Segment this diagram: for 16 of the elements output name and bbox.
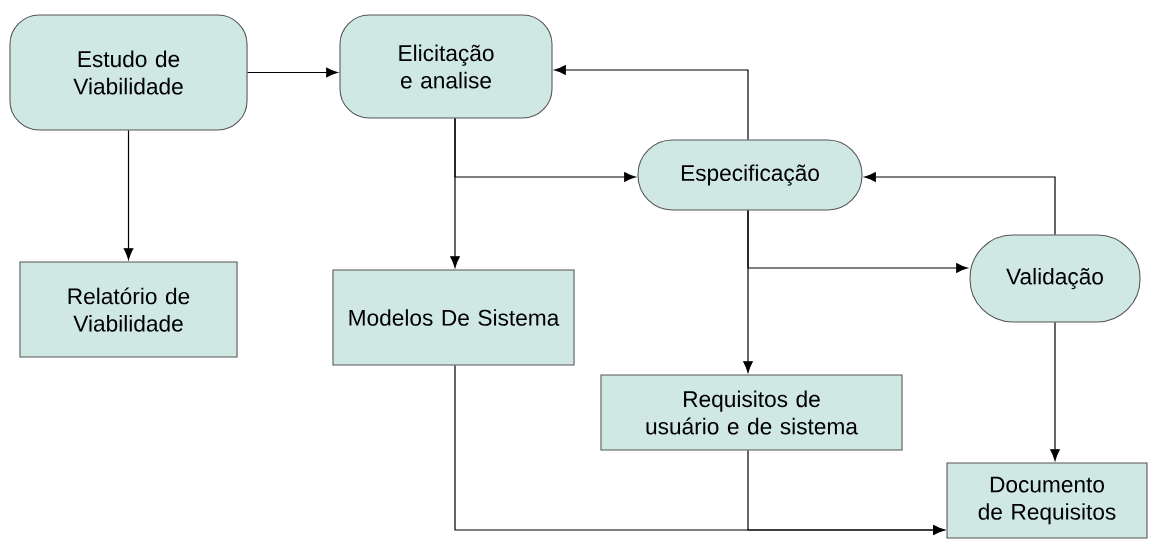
arrow [864, 172, 1056, 236]
arrow [123, 129, 134, 260]
document-box: Requisitos de usuário e de sistema [600, 374, 903, 451]
document-box: Modelos De Sistema [332, 269, 575, 366]
document-box: Documento de Requisitos [946, 462, 1148, 539]
pill-box: Validação [969, 234, 1141, 323]
document-box: Relatório de Viabilidade [19, 261, 238, 358]
arrow [747, 209, 968, 273]
rounded-process-box: Elicitação e analise [339, 14, 553, 119]
arrow [747, 449, 945, 535]
arrow [1050, 321, 1060, 461]
arrow [454, 117, 636, 182]
pill-box: Especificação [637, 139, 863, 211]
arrow [554, 65, 749, 141]
rounded-process-box: Estudo de Viabilidade [9, 14, 248, 131]
arrow [247, 67, 338, 78]
